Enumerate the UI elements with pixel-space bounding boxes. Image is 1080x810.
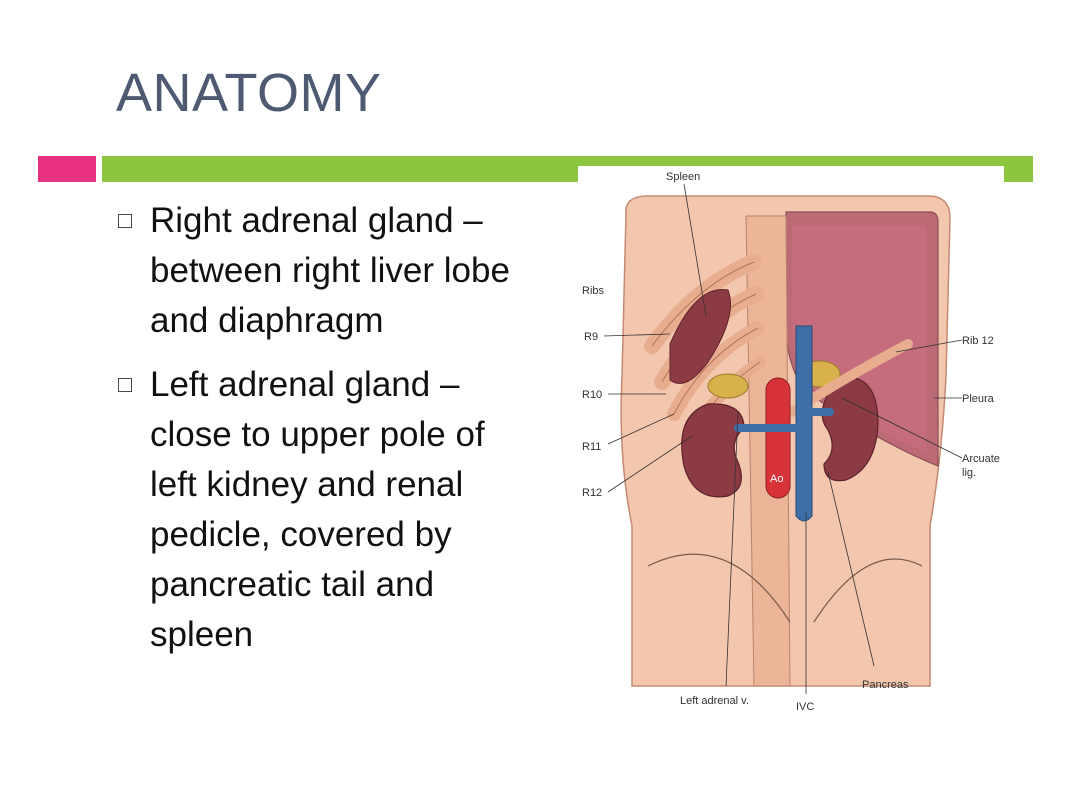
label-pancreas: Pancreas bbox=[862, 679, 909, 691]
label-pleura: Pleura bbox=[962, 393, 995, 405]
leader-r12 bbox=[607, 435, 693, 493]
bullet-text: Right adrenal gland – between right live… bbox=[150, 201, 510, 340]
rib-r11-edge bbox=[673, 327, 759, 415]
aorta bbox=[765, 377, 791, 499]
leader-r9 bbox=[603, 333, 671, 337]
bullet-text: Left adrenal gland – close to upper pole… bbox=[150, 365, 485, 654]
bullet-list: Right adrenal gland – between right live… bbox=[118, 196, 538, 674]
label-r9: R9 bbox=[584, 331, 598, 343]
label-r10: R10 bbox=[582, 389, 602, 401]
anatomy-figure: Spleen Ribs R9 R10 R11 R12 Rib 12 Pleura… bbox=[578, 166, 1004, 726]
title-accent-pink-bar bbox=[38, 156, 96, 182]
pelvic-curve-right bbox=[813, 558, 923, 623]
label-left-adrenal-v: Left adrenal v. bbox=[680, 695, 749, 707]
bullet-item: Right adrenal gland – between right live… bbox=[118, 196, 538, 346]
square-bullet-icon bbox=[118, 378, 132, 392]
leader-arcuate bbox=[841, 397, 963, 459]
label-ivc: IVC bbox=[796, 701, 814, 713]
pelvic-curve-left bbox=[647, 553, 791, 623]
leader-spleen bbox=[683, 183, 707, 317]
leader-r11 bbox=[607, 413, 675, 445]
spleen bbox=[669, 288, 731, 384]
kidney-right bbox=[821, 376, 879, 482]
leader-left-adrenal-v bbox=[725, 411, 739, 687]
leader-rib12 bbox=[895, 339, 963, 353]
square-bullet-icon bbox=[118, 214, 132, 228]
leader-pancreas bbox=[827, 471, 875, 667]
label-r12: R12 bbox=[582, 487, 602, 499]
label-arcuate-2: lig. bbox=[962, 467, 976, 479]
label-rib12: Rib 12 bbox=[962, 335, 994, 347]
ivc-vessel bbox=[795, 325, 813, 522]
adrenal-left bbox=[707, 373, 749, 399]
bullet-item: Left adrenal gland – close to upper pole… bbox=[118, 360, 538, 660]
kidney-adrenal-illustration: Spleen Ribs R9 R10 R11 R12 Rib 12 Pleura… bbox=[582, 171, 1000, 713]
label-r11: R11 bbox=[582, 441, 601, 453]
rib-r9-edge bbox=[651, 261, 755, 347]
slide-title: ANATOMY bbox=[116, 63, 382, 123]
label-ribs: Ribs bbox=[582, 285, 605, 297]
label-arcuate-1: Arcuate bbox=[962, 453, 1000, 465]
label-ao: Ao bbox=[770, 473, 783, 485]
label-spleen: Spleen bbox=[666, 171, 700, 183]
